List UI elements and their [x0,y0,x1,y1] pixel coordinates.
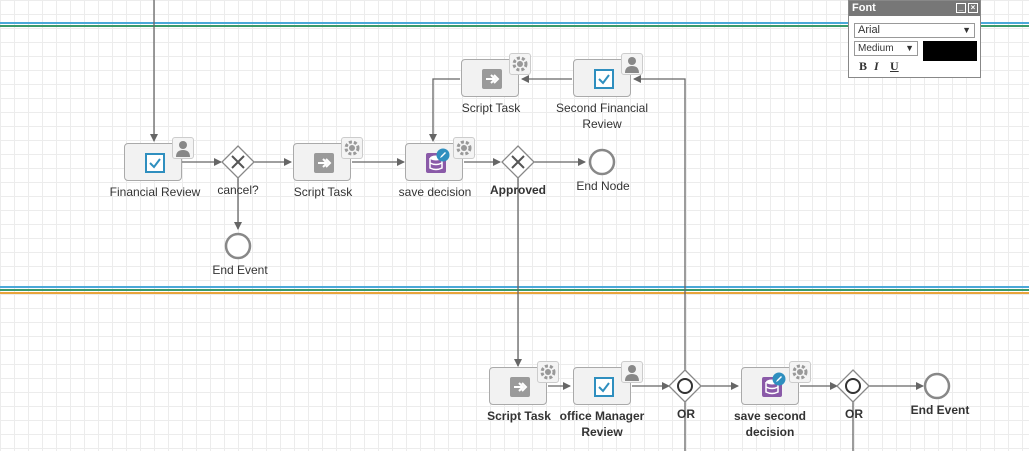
gear-icon [792,364,808,380]
approved-gateway-label: Approved [489,183,547,197]
lane-separator-middle [0,286,1029,294]
font-family-select[interactable]: Arial ▼ [854,23,975,38]
check-icon [145,153,165,173]
bold-button[interactable]: B [859,59,868,73]
check-icon [594,69,614,89]
underline-button[interactable]: U [890,59,899,73]
office-manager-review-label: office Manager Review [559,409,645,439]
user-badge [172,137,194,159]
cancel-gateway-label: cancel? [217,183,259,197]
or-gateway-1-label: OR [677,407,695,421]
approved-gateway[interactable] [501,145,535,179]
end-event-1[interactable] [224,232,252,260]
script-icon [482,69,502,89]
italic-button[interactable]: I [874,59,879,73]
gear-icon [540,364,556,380]
gear-icon [344,140,360,156]
or-gateway-2[interactable] [836,369,870,403]
end-node[interactable] [588,148,616,176]
font-panel-header: Font _ × [849,1,980,16]
script-task-2-label: Script Task [461,101,521,115]
gear-badge [789,361,811,383]
font-panel: Font _ × Arial ▼ Medium ▼ B I U [848,0,981,78]
cancel-gateway[interactable] [221,145,255,179]
user-icon [176,141,190,157]
flow-script2-to-save[interactable] [429,78,460,142]
close-icon[interactable]: × [968,3,978,13]
minimize-icon[interactable]: _ [956,3,966,13]
user-icon [625,365,639,381]
font-color-swatch[interactable] [923,41,977,61]
gear-badge [453,137,475,159]
save-second-decision-label: save second decision [733,409,807,439]
or-gateway-2-label: OR [845,407,863,421]
user-badge [621,53,643,75]
chevron-down-icon: ▼ [962,25,971,35]
chevron-down-icon: ▼ [905,43,914,53]
user-icon [625,57,639,73]
font-panel-title: Font [852,2,876,14]
second-financial-review-label: Second Financial Review [555,101,649,131]
end-node-label: End Node [576,179,630,193]
end-event-2[interactable] [923,372,951,400]
script-icon [314,153,334,173]
gear-icon [456,140,472,156]
end-event-2-label: End Event [910,403,970,417]
save-decision-label: save decision [398,185,472,199]
script-icon [510,377,530,397]
check-icon [594,377,614,397]
edit-icon [436,148,450,162]
save-decision-task[interactable] [405,143,463,181]
gear-badge [509,53,531,75]
script-task-3-label: Script Task [487,409,551,423]
script-task-1-label: Script Task [293,185,353,199]
end-event-1-label: End Event [212,263,268,277]
user-badge [621,361,643,383]
font-size-select[interactable]: Medium ▼ [854,41,918,56]
edit-icon [772,372,786,386]
or-gateway-1[interactable] [668,369,702,403]
flow-or-to-second-review[interactable] [633,75,686,372]
financial-review-label: Financial Review [109,185,201,199]
gear-badge [341,137,363,159]
gear-badge [537,361,559,383]
office-manager-review-task[interactable] [573,367,631,405]
font-size-value: Medium [858,43,894,54]
gear-icon [512,56,528,72]
font-family-value: Arial [858,24,881,36]
